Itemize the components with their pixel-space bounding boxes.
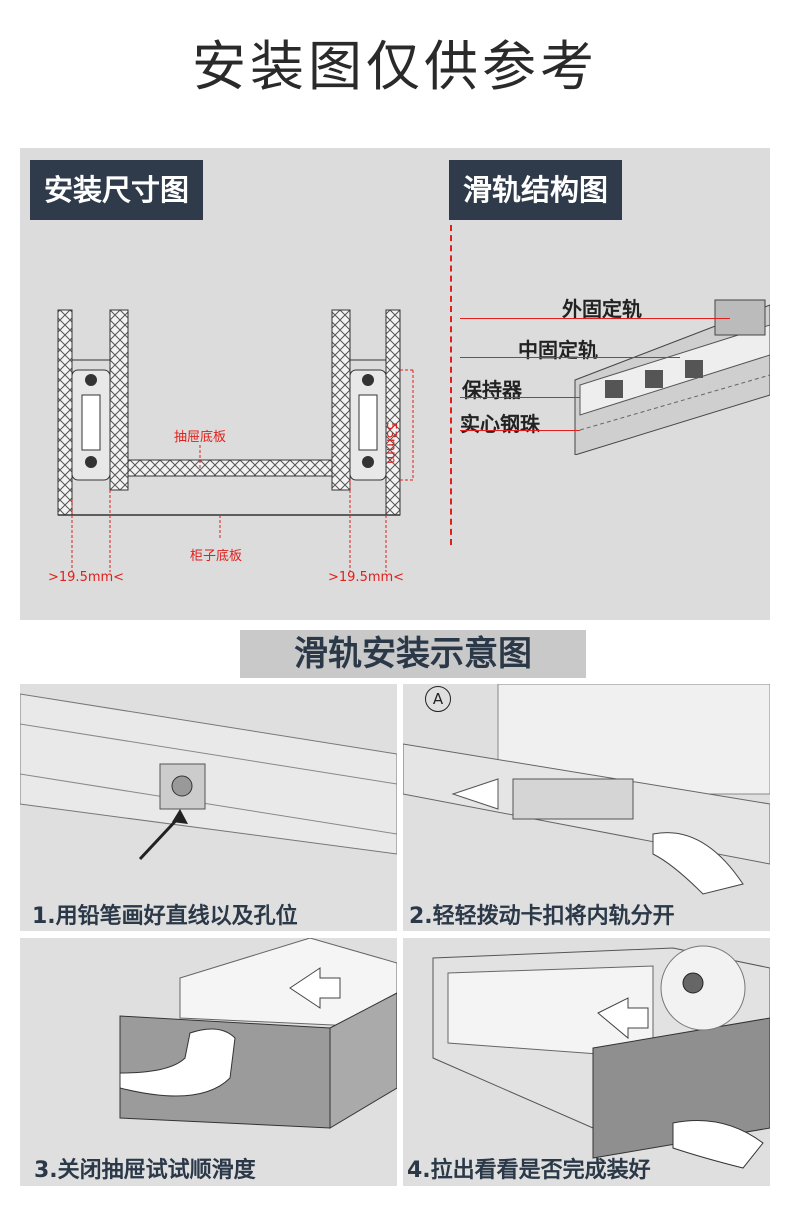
gap-right-label: >19.5mm< [328, 570, 405, 585]
page-title: 安装图仅供参考 [192, 35, 598, 98]
part-steel-balls: 实心钢珠 [460, 412, 540, 436]
step-4-caption: 4.拉出看看是否完成装好 [407, 1158, 651, 1183]
step-3-illustration [119, 938, 397, 1129]
part-outer-rail: 外固定轨 [562, 297, 642, 321]
step-2-panel: A 2.轻轻拨动卡扣将内轨分开 [403, 684, 770, 931]
marker-a-icon: A [425, 686, 451, 712]
step-4-panel: 4.拉出看看是否完成装好 [403, 938, 770, 1186]
step-4-illustration [432, 945, 770, 1169]
gap-left-label: >19.5mm< [48, 570, 125, 585]
height-label: 53mm [383, 422, 398, 464]
install-section-title: 滑轨安装示意图 [240, 630, 586, 678]
step-2-caption: 2.轻轻拨动卡扣将内轨分开 [409, 904, 675, 929]
cabinet-bottom-label: 柜子底板 [190, 549, 243, 564]
divider [450, 225, 452, 545]
part-retainer: 保持器 [462, 378, 522, 402]
step-1-illustration [20, 693, 397, 861]
dimension-diagram-label: 安装尺寸图 [30, 160, 204, 220]
leader-line [460, 430, 580, 431]
dimension-diagram [57, 309, 415, 572]
drawer-bottom-label: 抽屉底板 [174, 430, 227, 445]
step-3-caption: 3.关闭抽屉试试顺滑度 [34, 1158, 256, 1183]
leader-line [460, 397, 580, 398]
step-1-caption: 1.用铅笔画好直线以及孔位 [32, 904, 298, 929]
part-middle-rail: 中固定轨 [518, 338, 598, 362]
leader-line [460, 357, 680, 358]
structure-diagram-label: 滑轨结构图 [449, 160, 623, 220]
step-3-panel: 3.关闭抽屉试试顺滑度 [20, 938, 397, 1186]
leader-line [460, 318, 730, 319]
step-2-illustration [403, 684, 770, 895]
step-1-panel: 1.用铅笔画好直线以及孔位 [20, 684, 397, 931]
